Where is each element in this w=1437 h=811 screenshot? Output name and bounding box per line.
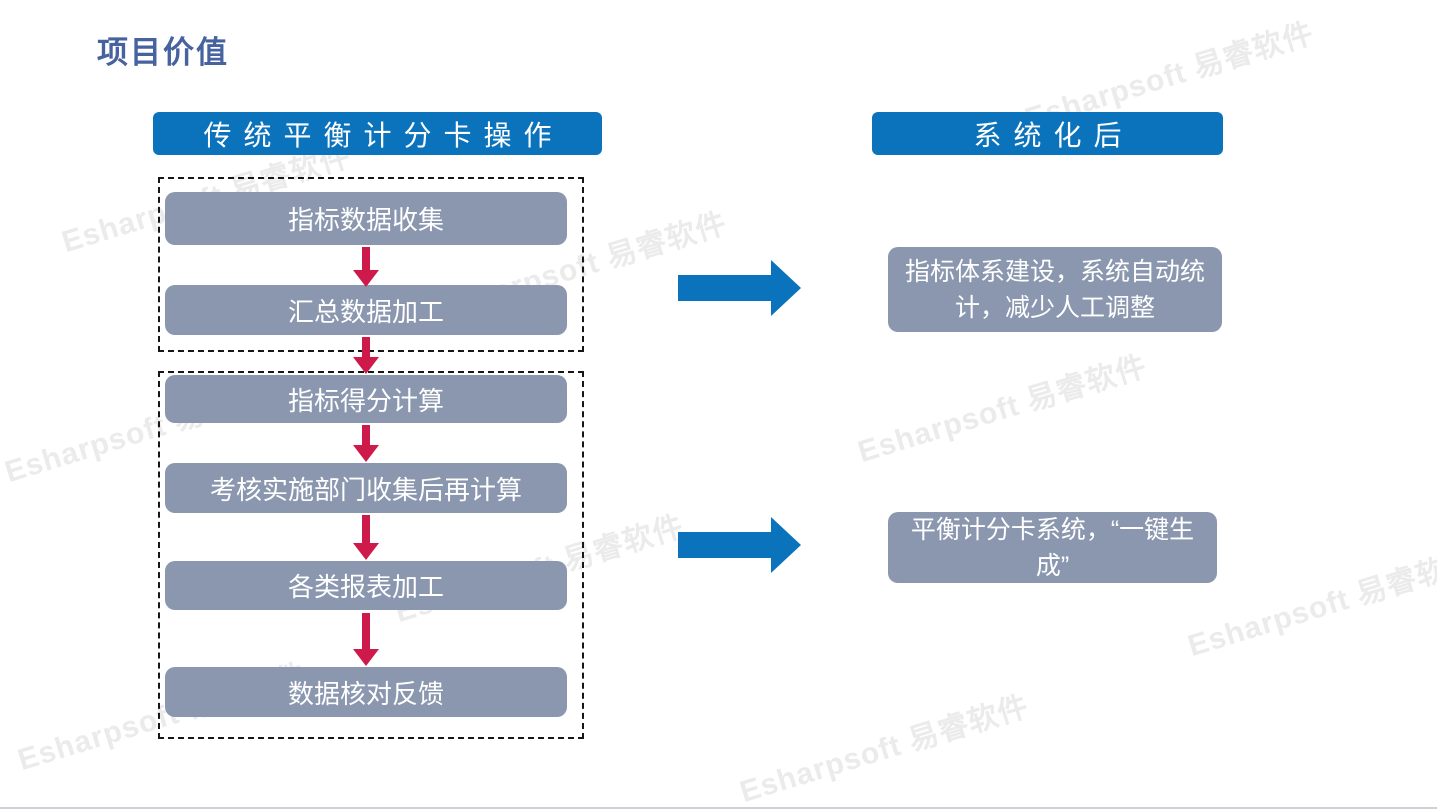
flow-step-indicator-score-calculation: 指标得分计算	[165, 375, 567, 423]
down-arrow-icon	[353, 613, 379, 666]
flow-step-data-check-feedback: 数据核对反馈	[165, 667, 567, 717]
watermark-text: Esharpsoft 易睿软件	[1184, 543, 1437, 664]
down-arrow-icon	[353, 247, 379, 287]
flow-step-report-processing: 各类报表加工	[165, 561, 567, 610]
right-arrow-icon	[678, 260, 802, 316]
header-after-systemization: 系统化后	[872, 112, 1223, 155]
watermark-text: Esharpsoft 易睿软件	[736, 689, 1033, 810]
dashed-group-data-collection	[158, 177, 584, 352]
benefit-box-indicator-system: 指标体系建设，系统自动统计，减少人工调整	[888, 247, 1222, 332]
header-traditional-bsc: 传统平衡计分卡操作	[153, 112, 602, 155]
slide-bottom-divider	[0, 807, 1437, 809]
flow-step-indicator-data-collection: 指标数据收集	[165, 192, 567, 245]
down-arrow-icon	[353, 515, 379, 560]
down-arrow-icon	[353, 425, 379, 462]
down-arrow-icon	[353, 337, 379, 374]
right-arrow-icon	[678, 517, 802, 573]
watermark-text: Esharpsoft 易睿软件	[854, 349, 1151, 470]
flow-step-summary-data-processing: 汇总数据加工	[165, 285, 567, 335]
flow-step-dept-collect-recalculate: 考核实施部门收集后再计算	[165, 463, 567, 513]
page-title: 项目价值	[97, 35, 229, 70]
benefit-box-one-click-generation: 平衡计分卡系统，“一键生成”	[888, 512, 1217, 583]
